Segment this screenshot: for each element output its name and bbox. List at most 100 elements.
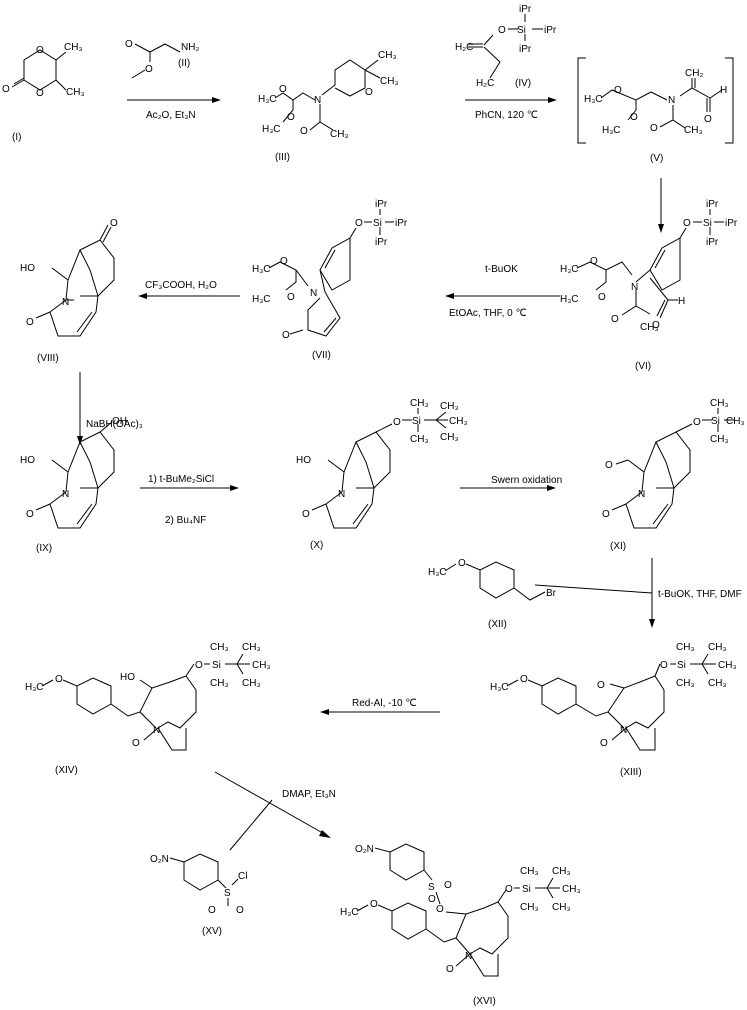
compound-VIII: O HO N O (VIII): [20, 218, 118, 364]
compound-label: (XV): [202, 926, 222, 937]
compound-label: (XIV): [55, 765, 78, 776]
atom-label: O: [36, 45, 44, 56]
atom-label: Br: [546, 588, 557, 599]
atom-label: H₃C: [560, 294, 579, 305]
atom-label: iPr: [706, 199, 719, 210]
reagent-label: EtOAc, THF, 0 ℃: [449, 308, 527, 319]
compound-IV: iPr O Si iPr iPr H₂C H₂C (IV): [455, 4, 557, 89]
atom-label: CH₃: [410, 398, 429, 409]
atom-label: O: [660, 660, 668, 671]
atom-label: CH₃: [726, 416, 745, 427]
compound-label: (III): [275, 152, 290, 163]
atom-label: H₃C: [584, 94, 603, 105]
atom-label: O: [287, 112, 295, 123]
compound-XV: O₂N S Cl O O (XV): [150, 853, 247, 937]
atom-label: H: [720, 85, 727, 96]
compound-label: (IX): [36, 543, 52, 554]
compound-I: O O O CH₃ CH₃ (I): [2, 42, 85, 143]
atom-label: iPr: [544, 25, 557, 36]
atom-label: O: [393, 417, 401, 428]
compound-label: (VII): [312, 350, 331, 361]
atom-label: CH₃: [64, 42, 83, 53]
atom-label: O: [611, 314, 619, 325]
compound-label: (XIII): [620, 767, 642, 778]
atom-label: O: [505, 884, 513, 895]
atom-label: H₃C: [602, 125, 621, 136]
arrow-4: t-BuOK EtOAc, THF, 0 ℃: [445, 264, 560, 319]
reagent-label: t-BuOK: [485, 264, 518, 275]
atom-label: H₃C: [560, 264, 579, 275]
atom-label: CH₃: [708, 642, 727, 653]
atom-label: CH₃: [562, 884, 581, 895]
atom-label: O: [300, 126, 308, 137]
atom-label: N: [314, 95, 321, 106]
atom-label: N: [62, 489, 69, 500]
atom-label: H₃C: [258, 94, 277, 105]
atom-label: iPr: [375, 237, 388, 248]
compound-IX: OH HO N O (IX): [20, 416, 127, 554]
atom-label: CH₃: [380, 76, 399, 87]
atom-label: Si: [522, 884, 531, 895]
atom-label: O: [279, 84, 287, 95]
atom-label: O: [365, 87, 373, 98]
atom-label: O: [302, 509, 310, 520]
arrow-9: t-BuOK, THF, DMF: [534, 558, 742, 628]
compound-XI: O O Si CH₃ CH₃ CH₃ N O (XI): [602, 398, 745, 552]
atom-label: O: [602, 509, 610, 520]
atom-label: O: [55, 674, 63, 685]
atom-label: CH₃: [210, 678, 229, 689]
atom-label: Si: [373, 218, 382, 229]
atom-label: CH₃: [640, 322, 659, 333]
atom-label: N: [338, 489, 345, 500]
atom-label: O: [520, 674, 528, 685]
atom-label: O: [458, 558, 466, 569]
reagent-label: Red-Al, -10 ℃: [352, 698, 417, 709]
atom-label: O₂N: [150, 854, 169, 865]
atom-label: O: [236, 905, 244, 916]
atom-label: CH₃: [520, 866, 539, 877]
atom-label: O: [683, 218, 691, 229]
atom-label: CH₃: [242, 642, 261, 653]
atom-label: O: [132, 738, 140, 749]
reagent-label: 1) t-BuMe₂SiCl: [148, 474, 214, 485]
atom-label: N: [668, 95, 675, 106]
atom-label: O: [597, 680, 605, 691]
atom-label: N: [620, 725, 627, 736]
atom-label: O: [590, 256, 598, 267]
compound-label: (XII): [488, 619, 507, 630]
compound-XVI: O₂N S O O O H₃C O N O O Si CH₃ CH₃ CH₃ C…: [340, 843, 581, 1007]
atom-label: CH₃: [552, 866, 571, 877]
atom-label: iPr: [725, 218, 738, 229]
compound-label: (VIII): [37, 353, 59, 364]
atom-label: CH₃: [708, 678, 727, 689]
atom-label: S: [224, 888, 231, 899]
atom-label: CH₃: [710, 434, 729, 445]
compound-label: (XI): [610, 541, 626, 552]
atom-label: CH₃: [66, 87, 85, 98]
atom-label: N: [631, 282, 638, 293]
atom-label: CH₃: [410, 434, 429, 445]
arrow-7: 1) t-BuMe₂SiCl 2) Bu₄NF: [140, 474, 239, 526]
atom-label: CH₃: [684, 125, 703, 136]
reagent-label: DMAP, Et₃N: [282, 789, 336, 800]
atom-label: H: [678, 296, 685, 307]
atom-label: O: [208, 905, 216, 916]
compound-label: (X): [310, 540, 323, 551]
atom-label: HO: [20, 263, 35, 274]
arrow-8: Swern oxidation: [460, 475, 562, 491]
atom-label: Cl: [238, 871, 247, 882]
arrow-10: Red-Al, -10 ℃: [320, 698, 440, 715]
atom-label: CH₃: [210, 642, 229, 653]
atom-label: O: [36, 88, 44, 99]
atom-label: O: [704, 114, 712, 125]
compound-II: O O NH₂ (II): [125, 39, 199, 79]
atom-label: CH₃: [676, 642, 695, 653]
atom-label: O: [693, 417, 701, 428]
compound-XII: H₃C O Br (XII): [428, 558, 557, 630]
atom-label: O: [428, 894, 436, 905]
arrow-11: DMAP, Et₃N: [214, 771, 336, 851]
atom-label: CH₃: [330, 129, 349, 140]
atom-label: H₃C: [252, 264, 271, 275]
arrow-6: NaBH(OAc)₃: [77, 372, 143, 445]
